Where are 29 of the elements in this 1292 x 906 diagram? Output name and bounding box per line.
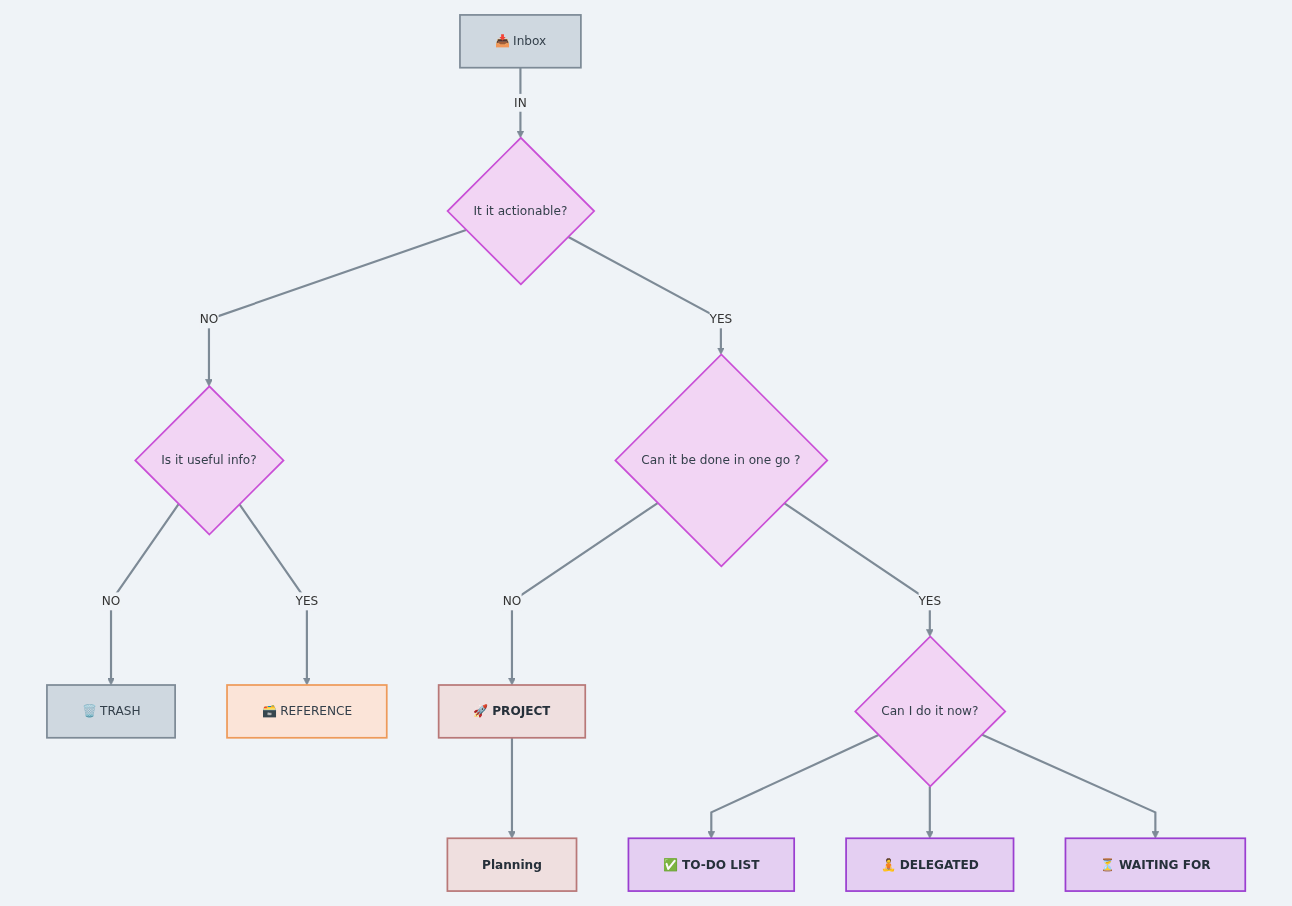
arrow xyxy=(981,733,1160,839)
arrow xyxy=(783,502,934,637)
node-box: 📥 Inbox xyxy=(459,14,582,69)
edge-label: NO xyxy=(502,594,522,608)
arrow xyxy=(567,235,725,355)
node-box: 🗑 TRASH xyxy=(45,684,176,739)
node-diamond: Can I do it now? xyxy=(853,635,1007,788)
arrow xyxy=(508,737,516,839)
node-box: Planning xyxy=(446,837,578,892)
edge-label: IN xyxy=(513,95,527,110)
arrow xyxy=(925,786,934,839)
edge-label: YES xyxy=(709,312,733,326)
edge-label: NO xyxy=(101,594,121,608)
node-box: 🧘 DELEGATED xyxy=(845,837,1015,892)
edge-label: YES xyxy=(918,594,942,608)
node-box: 🚀 PROJECT xyxy=(437,684,586,739)
node-box: ✅ TO-DO LIST xyxy=(627,837,795,892)
node-diamond: Can it be done in one go ? xyxy=(614,353,829,568)
node-diamond: Is it useful info? xyxy=(133,385,285,536)
edge-label: YES xyxy=(295,594,319,608)
node-diamond: It it actionable? xyxy=(446,136,596,286)
arrow xyxy=(238,503,311,686)
node-box: 🗃 REFERENCE xyxy=(226,684,388,739)
arrow xyxy=(107,503,180,686)
arrow xyxy=(205,228,467,387)
node-box: ⏳ WAITING FOR xyxy=(1064,837,1247,892)
arrow xyxy=(707,734,879,839)
edge-label: NO xyxy=(199,312,219,326)
arrow xyxy=(508,502,659,686)
